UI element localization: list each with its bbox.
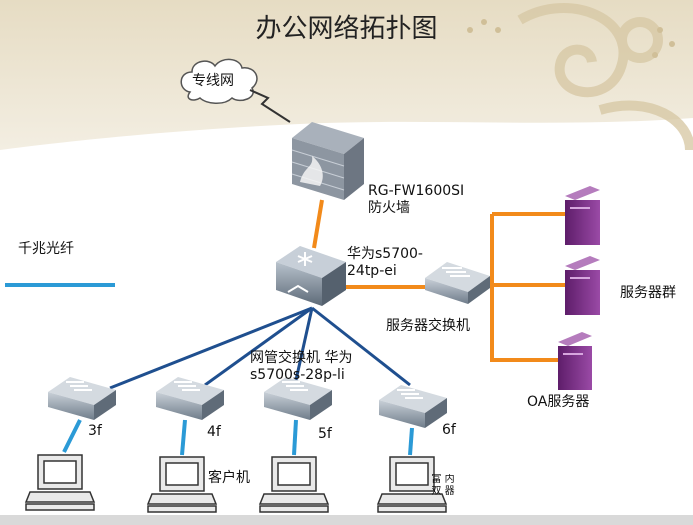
core-switch-icon (276, 246, 346, 306)
header-band (0, 0, 693, 150)
floor-switch-4f (156, 377, 224, 420)
uplink-lines (109, 306, 411, 390)
floor-label-4f: 4f (207, 424, 221, 440)
floor-switch-6f (379, 385, 447, 428)
mgmt-switch-label: 网管交换机 华为 s5700s-28p-li (250, 350, 353, 383)
swirl-ornament (517, 3, 693, 151)
client-label: 客户机 (208, 470, 250, 486)
server-group-label: 服务器群 (620, 285, 676, 301)
floor-label-3f: 3f (88, 423, 102, 439)
server-switch-icon (425, 262, 490, 304)
lightning-link (249, 89, 291, 123)
access-links (62, 419, 414, 456)
core-switch-label: 华为s5700- 24tp-ei (347, 246, 423, 279)
client-pc-3f (24, 454, 96, 511)
cloud-label: 专线网 (192, 73, 234, 89)
floor-label-5f: 5f (318, 426, 332, 442)
server-icon-1 (565, 186, 600, 245)
server-icon-2 (565, 256, 600, 315)
server-switch-label: 服务器交换机 (386, 318, 470, 334)
footer-bar (0, 515, 693, 525)
cloud-icon (180, 58, 258, 104)
legend-label: 千兆光纤 (18, 241, 74, 257)
client-pc-6f (376, 456, 448, 513)
firewall-icon (291, 122, 364, 200)
floor-switch-5f (264, 377, 332, 420)
fiber-links (312, 199, 565, 362)
firewall-label: RG-FW1600SI 防火墙 (368, 183, 465, 216)
client-pc-5f (258, 456, 330, 513)
client-pc-4f (146, 456, 218, 513)
diagram-title: 办公网络拓扑图 (255, 14, 438, 44)
oa-server-icon (558, 332, 592, 390)
oa-server-label: OA服务器 (527, 394, 590, 410)
dot-ornament (467, 19, 675, 58)
floor-label-6f: 6f (442, 422, 456, 438)
router-note: 富 内 双 器 (431, 474, 455, 497)
floor-switch-3f (48, 377, 116, 420)
